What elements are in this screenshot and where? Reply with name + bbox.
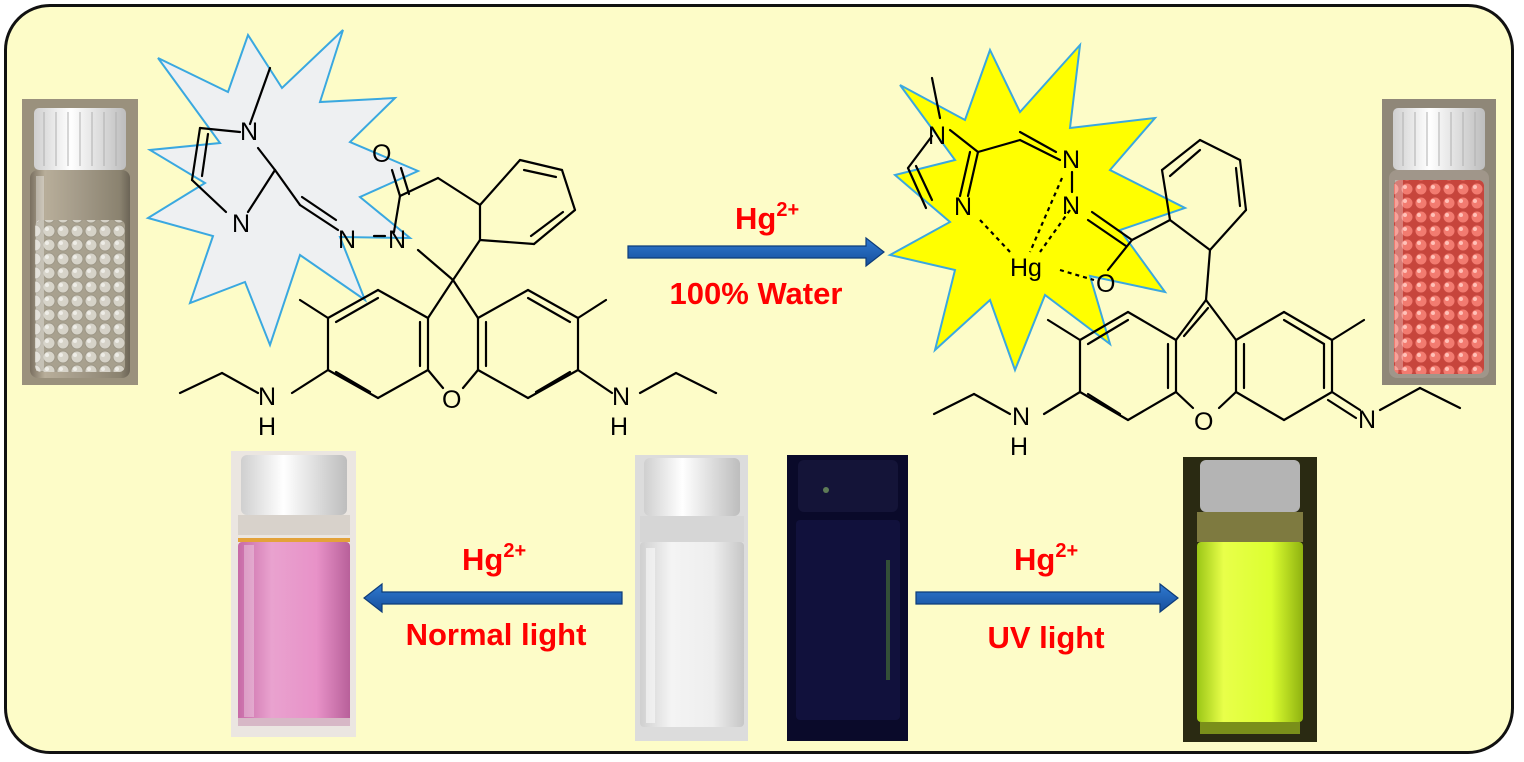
bottom-left-reagent-label: Hg2+ xyxy=(462,540,526,577)
svg-text:N: N xyxy=(338,226,356,254)
complex-molecule-bonds xyxy=(906,76,1462,422)
vial-photo-red-beads xyxy=(1382,99,1496,385)
svg-text:N: N xyxy=(1012,403,1030,431)
vial-photo-colorless-solution xyxy=(635,455,748,741)
svg-text:N: N xyxy=(1062,192,1080,220)
svg-text:O: O xyxy=(1194,408,1213,436)
vial-photo-pink-solution xyxy=(231,451,356,737)
svg-text:N: N xyxy=(612,383,630,411)
svg-text:H: H xyxy=(1010,433,1028,461)
vial-photo-uv-dark xyxy=(787,455,908,741)
bottom-left-arrow-icon xyxy=(363,582,623,614)
svg-text:N: N xyxy=(388,226,406,254)
hg-coordination-bonds xyxy=(979,177,1095,282)
svg-text:N: N xyxy=(240,118,258,146)
svg-text:O: O xyxy=(442,386,461,414)
top-right-arrow-icon xyxy=(627,236,885,268)
bottom-right-reagent-label: Hg2+ xyxy=(1014,540,1078,577)
svg-text:H: H xyxy=(258,413,276,441)
probe-atom-labels: N N N N O O N H N H xyxy=(232,118,630,441)
svg-text:N: N xyxy=(1062,146,1080,174)
svg-text:O: O xyxy=(1096,270,1115,298)
burst-right-icon xyxy=(887,41,1188,373)
complex-atom-labels: N N N N O Hg O N H N xyxy=(928,122,1376,461)
burst-left-icon xyxy=(145,29,421,348)
svg-text:O: O xyxy=(372,140,391,168)
svg-text:N: N xyxy=(232,210,250,238)
bottom-right-arrow-icon xyxy=(915,582,1179,614)
top-reagent-label: Hg2+ xyxy=(735,199,799,236)
svg-text:N: N xyxy=(928,122,946,150)
svg-text:N: N xyxy=(954,193,972,221)
vial-photo-colorless-beads xyxy=(22,99,138,385)
svg-text:Hg: Hg xyxy=(1010,254,1042,282)
vial-photo-fluorescent-solution xyxy=(1183,457,1317,742)
bottom-right-condition-label: UV light xyxy=(987,620,1104,655)
svg-text:N: N xyxy=(258,383,276,411)
svg-text:H: H xyxy=(610,413,628,441)
top-condition-label: 100% Water xyxy=(670,276,843,311)
svg-text:N: N xyxy=(1358,406,1376,434)
probe-molecule-bonds xyxy=(178,66,718,400)
bottom-left-condition-label: Normal light xyxy=(406,617,587,652)
